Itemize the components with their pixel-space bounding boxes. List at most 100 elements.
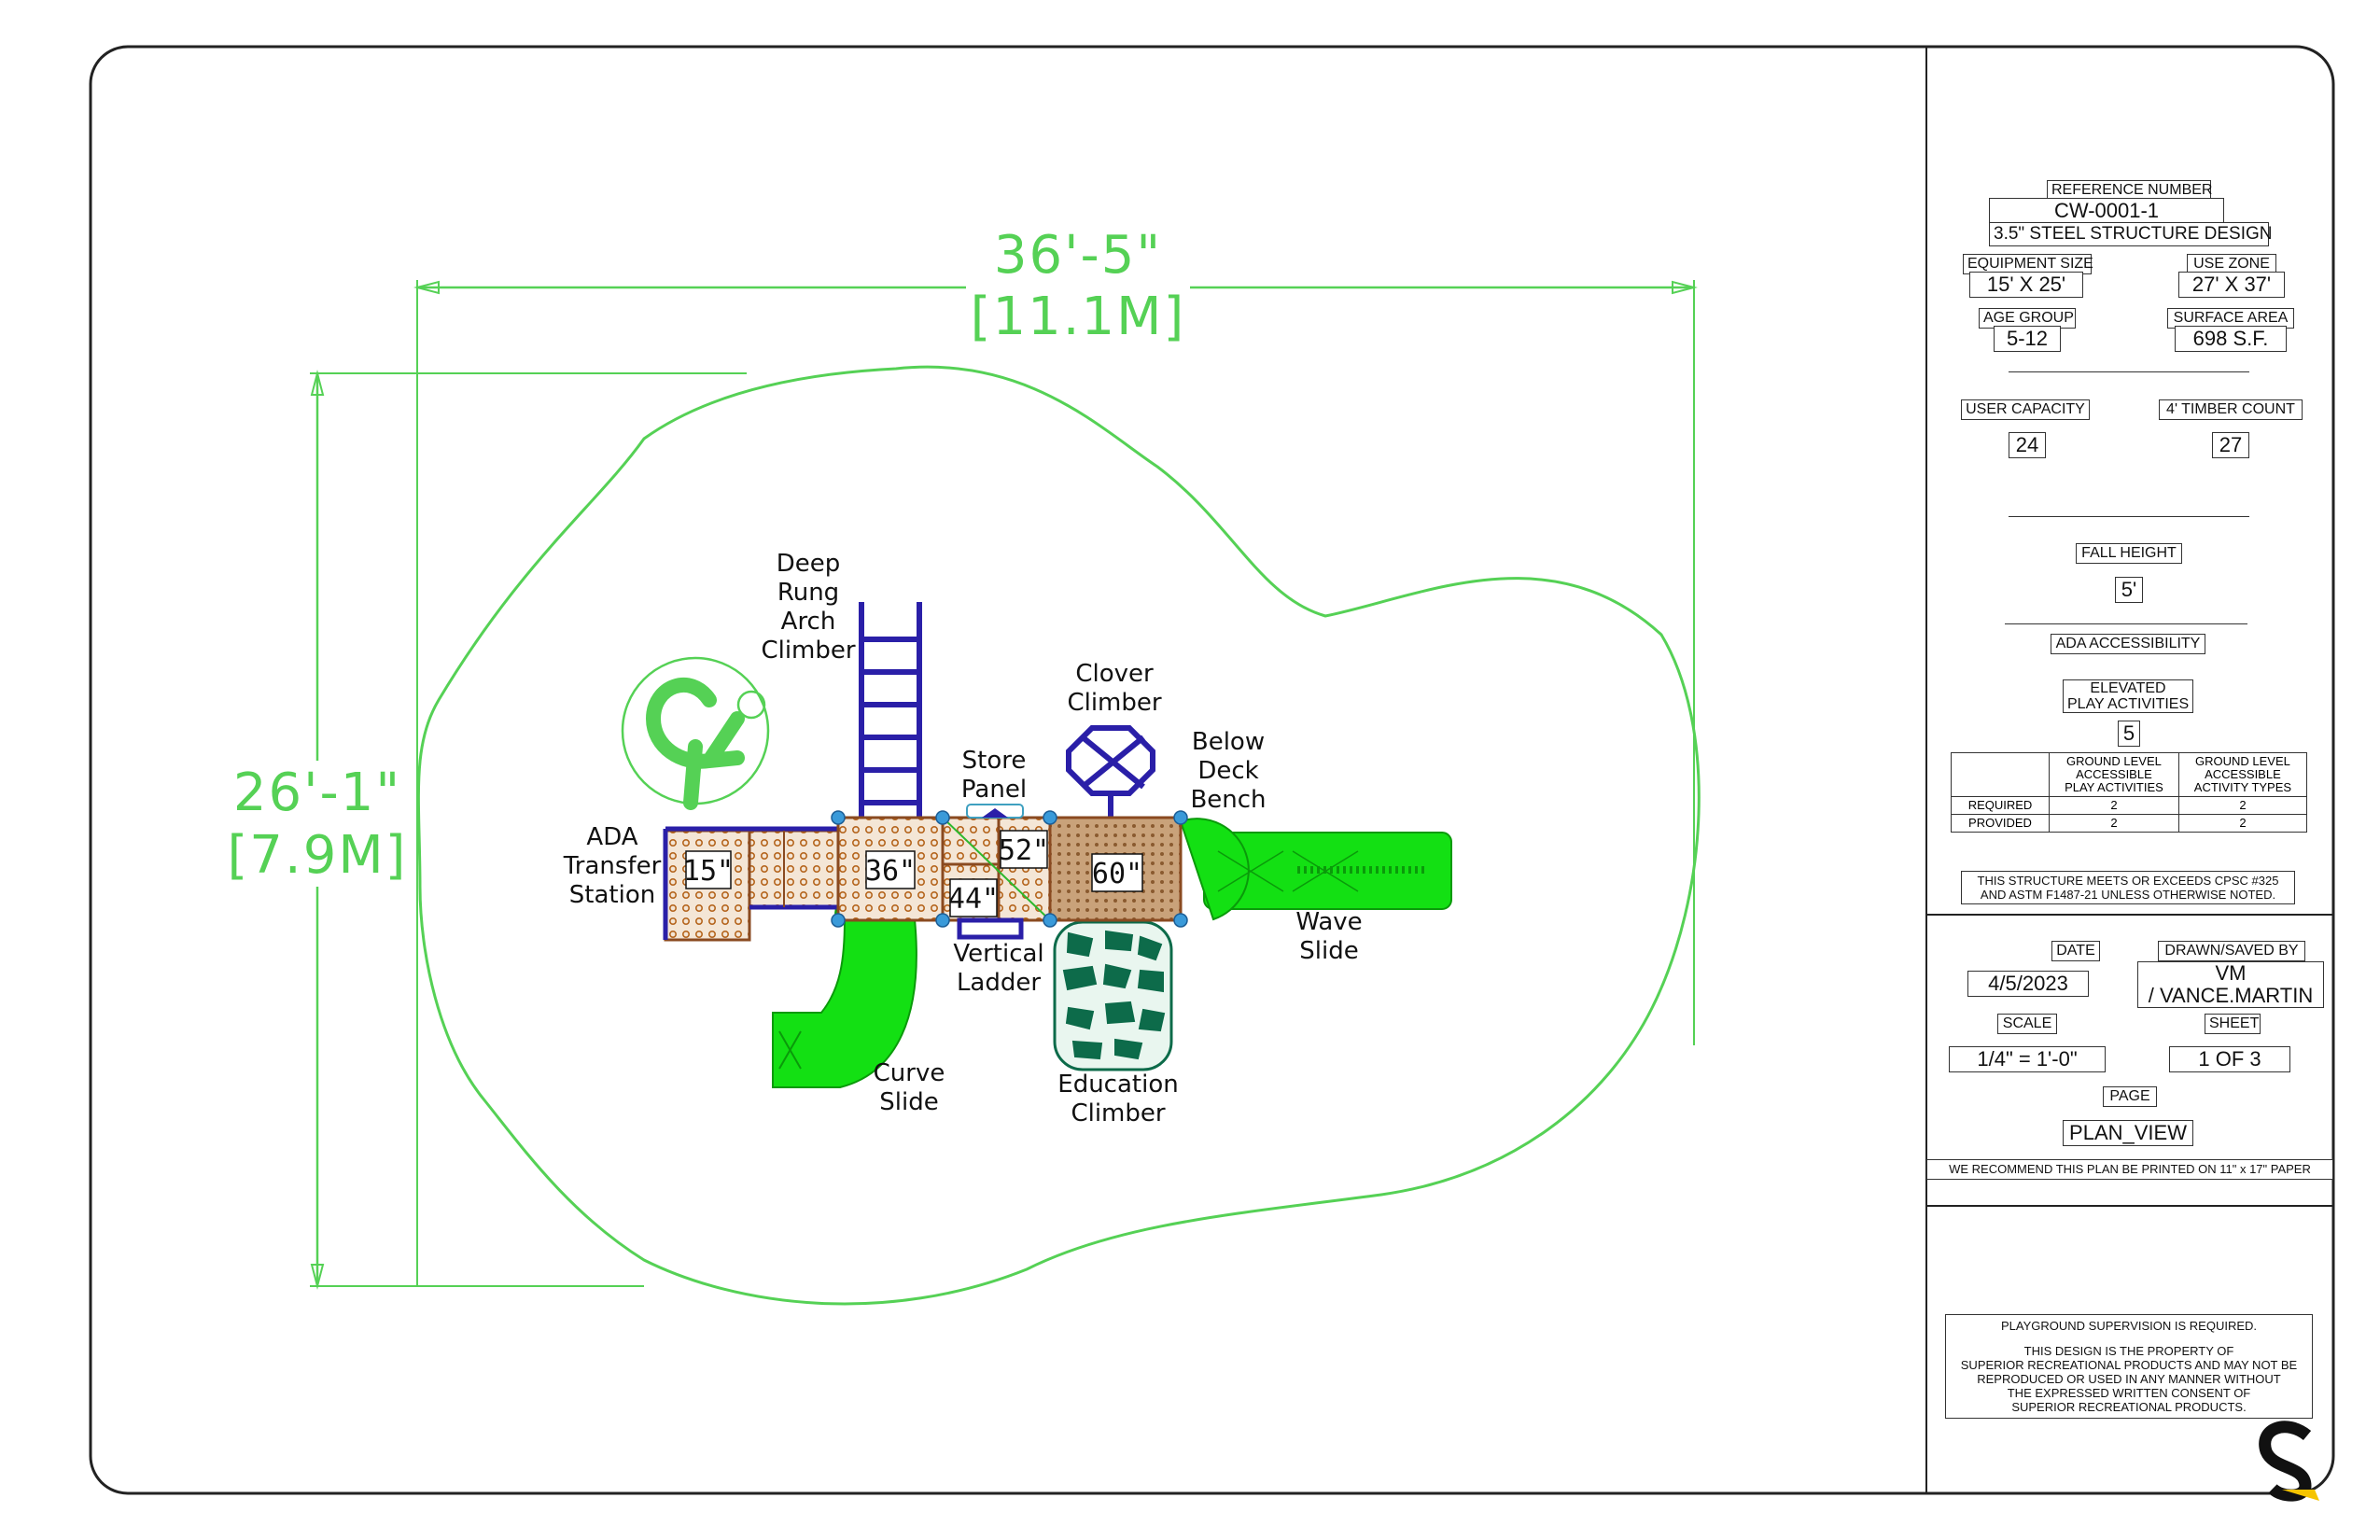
callout-deep-rung: Deep Rung Arch Climber: [761, 550, 855, 665]
deck-labels: 15" 36" 44" 52" 60": [683, 830, 1143, 917]
equipment-size-label: EQUIPMENT SIZE: [1963, 254, 2093, 274]
svg-text:Arch: Arch: [781, 608, 836, 636]
frame-posts: [831, 810, 1188, 928]
design-description: 3.5" STEEL STRUCTURE DESIGN: [1989, 222, 2273, 246]
svg-text:Slide: Slide: [1299, 937, 1358, 965]
svg-text:Climber: Climber: [1071, 1099, 1165, 1127]
deck-label-36: 36": [865, 855, 916, 888]
education-climber: [1053, 920, 1173, 1071]
svg-text:Vertical: Vertical: [953, 940, 1043, 968]
svg-text:Education: Education: [1057, 1071, 1178, 1099]
print-note: WE RECOMMEND THIS PLAN BE PRINTED ON 11"…: [1926, 1159, 2333, 1180]
page-label: PAGE: [2103, 1086, 2157, 1107]
wave-slide: [1179, 818, 1452, 921]
age-group-label: AGE GROUP: [1979, 308, 2076, 329]
deep-rung-arch-climber: [859, 602, 922, 821]
surface-area-value: 698 S.F.: [2175, 326, 2287, 352]
sheet-border: [89, 45, 2335, 1495]
svg-text:Clover: Clover: [1075, 660, 1154, 688]
date-label: DATE: [2051, 941, 2100, 961]
fall-height-label: FALL HEIGHT: [2076, 543, 2182, 564]
use-zone-boundary: [416, 365, 1701, 1306]
page-value: PLAN_VIEW: [2063, 1120, 2193, 1146]
reference-number-value: CW-0001-1: [1989, 198, 2224, 224]
ada-table-header: GROUND LEVEL ACCESSIBLE PLAY ACTIVITIES …: [1951, 752, 2308, 797]
svg-text:Panel: Panel: [961, 776, 1027, 804]
elevated-activities-value: 5: [2118, 721, 2140, 747]
tb-rule-3: [2005, 623, 2247, 624]
clover-climber: [1066, 725, 1155, 821]
deck-label-52: 52": [999, 834, 1049, 867]
supervision-note: PLAYGROUND SUPERVISION IS REQUIRED. THIS…: [1945, 1314, 2313, 1419]
ada-row-label: PROVIDED: [1951, 814, 2050, 833]
scale-label: SCALE: [1997, 1014, 2057, 1034]
svg-text:Rung: Rung: [777, 579, 839, 607]
drawn-by-label: DRAWN/SAVED BY: [2158, 941, 2305, 961]
date-value: 4/5/2023: [1967, 971, 2089, 997]
svg-text:Ladder: Ladder: [957, 969, 1041, 997]
ada-table: GROUND LEVEL ACCESSIBLE PLAY ACTIVITIES …: [1951, 752, 2308, 833]
svg-text:Bench: Bench: [1190, 786, 1266, 814]
scale-value: 1/4" = 1'-0": [1949, 1046, 2106, 1072]
ada-cell: 2: [2177, 796, 2308, 815]
ada-logo-icon: [621, 656, 770, 810]
store-panel-arrow-icon: [982, 808, 1008, 818]
sheet-label: SHEET: [2205, 1014, 2261, 1034]
deck-diagonal: [942, 817, 1051, 921]
svg-text:Below: Below: [1192, 728, 1265, 756]
callout-ada-transfer: ADA Transfer Station: [563, 823, 662, 909]
user-capacity-value: 24: [2009, 432, 2046, 458]
svg-text:Station: Station: [569, 881, 655, 909]
ada-row-provided: PROVIDED 2 2: [1951, 814, 2308, 833]
callout-below-deck: Below Deck Bench: [1190, 728, 1266, 814]
svg-text:ADA: ADA: [586, 823, 637, 851]
svg-text:Climber: Climber: [1067, 689, 1161, 717]
deck-label-15: 15": [683, 855, 734, 888]
tb-rule-1: [2009, 371, 2249, 372]
surface-area-label: SURFACE AREA: [2167, 308, 2294, 329]
svg-text:Store: Store: [962, 747, 1027, 775]
equipment-size-value: 15' X 25': [1969, 272, 2083, 298]
svg-text:Curve: Curve: [874, 1059, 945, 1087]
width-dim-ft: 36'-5": [994, 225, 1162, 286]
user-capacity-label: USER CAPACITY: [1961, 399, 2090, 420]
company-logo-icon: [2259, 1421, 2319, 1502]
ada-col-activity-types: GROUND LEVEL ACCESSIBLE ACTIVITY TYPES: [2177, 752, 2308, 797]
elevated-label-line-1: ELEVATED: [2090, 680, 2166, 696]
callout-curve-slide: Curve Slide: [874, 1059, 945, 1116]
depth-dimension: 26'-1" [7.9M]: [227, 370, 747, 1290]
svg-text:Slide: Slide: [879, 1088, 938, 1116]
timber-count-value: 27: [2212, 432, 2249, 458]
elevated-activities-label: ELEVATED PLAY ACTIVITIES: [2063, 679, 2193, 713]
ada-row-required: REQUIRED 2 2: [1951, 796, 2308, 815]
width-dimension: 36'-5" [11.1M]: [413, 225, 1698, 1286]
callout-clover: Clover Climber: [1067, 660, 1161, 717]
cpsc-note: THIS STRUCTURE MEETS OR EXCEEDS CPSC #32…: [1961, 871, 2295, 904]
fall-height-value: 5': [2115, 577, 2143, 603]
svg-text:Deep: Deep: [777, 550, 841, 578]
depth-dim-m: [7.9M]: [227, 825, 407, 886]
age-group-value: 5-12: [1994, 326, 2061, 352]
callout-education: Education Climber: [1057, 1071, 1178, 1127]
sheet-value: 1 OF 3: [2169, 1046, 2290, 1072]
elevated-label-line-2: PLAY ACTIVITIES: [2067, 696, 2190, 712]
ada-accessibility-label: ADA ACCESSIBILITY: [2051, 634, 2205, 654]
use-zone-value: 27' X 37': [2178, 272, 2285, 298]
svg-text:Climber: Climber: [761, 637, 855, 665]
drawn-by-value: VM / VANCE.MARTIN: [2137, 961, 2324, 1008]
ada-table-corner: [1951, 752, 2050, 797]
width-dim-m: [11.1M]: [971, 287, 1186, 347]
callout-store-panel: Store Panel: [961, 747, 1027, 804]
ada-cell: 2: [2049, 814, 2179, 833]
ada-row-label: REQUIRED: [1951, 796, 2050, 815]
timber-count-label: 4' TIMBER COUNT: [2159, 399, 2303, 420]
vertical-ladder: [957, 917, 1024, 940]
callout-wave-slide: Wave Slide: [1295, 908, 1362, 965]
reference-number-label: REFERENCE NUMBER: [2047, 180, 2212, 201]
ada-cell: 2: [2177, 814, 2308, 833]
svg-text:Transfer: Transfer: [563, 852, 662, 880]
tb-rule-2: [2009, 516, 2249, 517]
ada-col-play-activities: GROUND LEVEL ACCESSIBLE PLAY ACTIVITIES: [2049, 752, 2179, 797]
ada-cell: 2: [2049, 796, 2179, 815]
